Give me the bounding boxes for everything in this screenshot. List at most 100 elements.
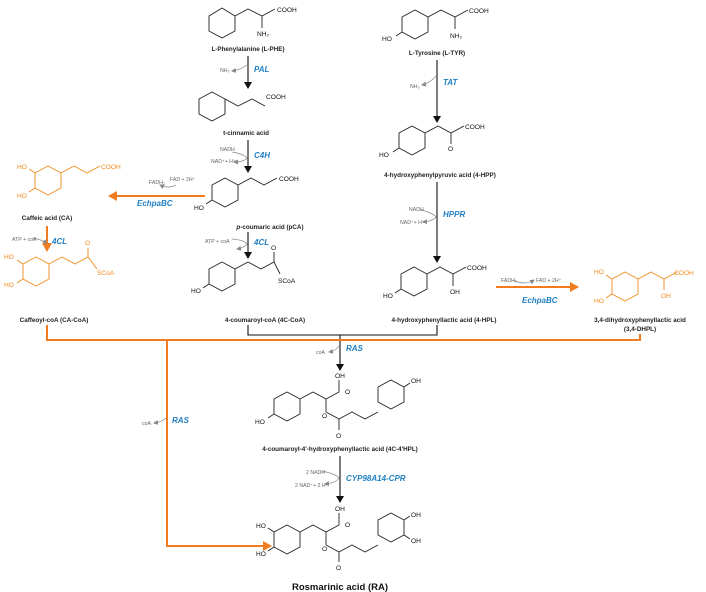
ho-text: HO — [256, 523, 266, 530]
ho-text: HO — [194, 205, 204, 212]
ho-text: HO — [594, 269, 604, 276]
pca-text: -coumaric acid (pCA) — [240, 224, 303, 231]
cofactor-nadh: NADH — [220, 147, 235, 153]
o-text: O — [271, 245, 276, 252]
cofactor-coa: coA — [142, 421, 151, 427]
tyrosine-structure: HO COOH NH₂ — [382, 8, 489, 43]
enzyme-c4h: C4H — [254, 151, 270, 160]
label-caffeoyl-coa: Caffeoyl-coA (CA-CoA) — [20, 317, 89, 324]
label-c4hpl: 4-coumaroyl-4'-hydroxyphenyllactic acid … — [262, 446, 418, 453]
cooh-text: COOH — [101, 164, 121, 171]
o-text: O — [345, 389, 350, 396]
hpp-structure: HO COOH O — [379, 124, 485, 159]
cofactor-fadh2: FADH₂ — [149, 180, 165, 186]
caffeoyl-coa-structure: O HO HO SCoA — [4, 240, 115, 289]
o-text: O — [322, 413, 327, 420]
side-arrow-nadh — [321, 470, 340, 487]
arrow-ras-orange — [166, 340, 272, 551]
cooh-text: COOH — [674, 270, 694, 277]
phenylalanine-structure: COOH NH₂ — [208, 7, 297, 39]
ho-text: HO — [17, 193, 27, 200]
oh-text: OH — [335, 506, 345, 513]
side-arrow-nh3 — [231, 64, 248, 73]
enzyme-ras-1: RAS — [346, 344, 364, 353]
side-arrow-fad — [159, 184, 177, 190]
cofactor-nh3: NH₃ — [220, 68, 230, 74]
label-caffeic-acid: Caffeic acid (CA) — [22, 215, 72, 222]
hpl-structure: HO COOH OH — [383, 265, 487, 300]
enzyme-hppr: HPPR — [443, 210, 465, 219]
cofactor-nadp: NAD⁺+ H⁺ — [211, 159, 236, 165]
o-text: O — [345, 522, 350, 529]
cofactor-fad: FAD + 2H⁺ — [170, 177, 196, 183]
cofactor-nadh: NADH — [409, 207, 424, 213]
scoa-text: SCoA — [278, 278, 296, 285]
oh-text: OH — [411, 512, 421, 519]
oh-text: OH — [661, 293, 671, 300]
oh-text: OH — [335, 373, 345, 380]
scoa-text: SCoA — [97, 270, 115, 277]
pca-prefix: p — [235, 224, 240, 231]
side-arrow-nh3 — [421, 75, 437, 87]
cooh-text: COOH — [266, 94, 286, 101]
rosmarinic-acid-structure: OH O O O HO HO OH OH — [256, 506, 421, 572]
cofactor-fadh2: FADH₂ — [501, 278, 517, 284]
cofactor-nadh: 2 NADH — [306, 470, 325, 476]
label-hpp: 4-hydroxyphenylpyruvic acid (4-HPP) — [384, 172, 496, 179]
ho-text: HO — [594, 298, 604, 305]
cofactor-coa: coA — [316, 350, 325, 356]
oh-text: OH — [411, 538, 421, 545]
ho-text: HO — [379, 152, 389, 159]
side-arrow-nadh — [231, 151, 248, 165]
caffeic-acid-structure: HO HO COOH — [17, 164, 121, 200]
ho-text: HO — [255, 419, 265, 426]
cofactor-atp: ATP + coA — [205, 239, 230, 245]
enzyme-echpabc-1: EchpaBC — [137, 199, 173, 208]
dhpl-structure: HO HO COOH OH — [594, 269, 694, 305]
merge-bracket — [247, 325, 438, 336]
nh2-text: NH₂ — [450, 33, 463, 40]
cooh-text: COOH — [469, 8, 489, 15]
pca-structure: HO COOH — [194, 176, 299, 212]
side-arrow-atp — [231, 238, 248, 251]
side-arrow-coa — [153, 417, 167, 425]
nh2-text: NH₂ — [257, 31, 270, 38]
cofactor-nh3: NH₃ — [410, 84, 420, 90]
cooh-text: COOH — [465, 124, 485, 131]
o-text: O — [85, 240, 90, 247]
label-pca: p-coumaric acid (pCA) — [235, 224, 303, 231]
enzyme-echpabc-2: EchpaBC — [522, 296, 558, 305]
label-cinnamic-acid: t-cinnamic acid — [223, 130, 269, 137]
enzyme-tat: TAT — [443, 78, 458, 87]
coumaroyl-coa-structure: O HO SCoA — [191, 245, 296, 295]
enzyme-pal: PAL — [254, 65, 270, 74]
label-hpl: 4-hydroxyphenyllactic acid (4-HPL) — [392, 317, 497, 324]
cofactor-fad: FAD + 2H⁺ — [536, 278, 562, 284]
cofactor-nadp: NAD⁺+ H⁺ — [400, 220, 425, 226]
label-tyrosine: L-Tyrosine (L-TYR) — [409, 50, 465, 57]
oh-text: OH — [411, 378, 421, 385]
ho-text: HO — [4, 282, 14, 289]
ho-text: HO — [256, 551, 266, 558]
ho-text: HO — [382, 36, 392, 43]
o-text: O — [336, 433, 341, 440]
enzyme-4cl-1: 4CL — [51, 237, 67, 246]
label-dhpl-abbr: (3,4-DHPL) — [624, 326, 656, 333]
cofactor-atp: ATP + coA — [12, 237, 37, 243]
cooh-text: COOH — [277, 7, 297, 14]
enzyme-cyp: CYP98A14-CPR — [346, 474, 406, 483]
cooh-text: COOH — [279, 176, 299, 183]
oh-text: OH — [450, 289, 460, 296]
o-text: O — [322, 546, 327, 553]
cofactor-nadp: 2 NAD⁺+ 2 H⁺ — [295, 483, 329, 489]
enzyme-ras-2: RAS — [172, 416, 190, 425]
cooh-text: COOH — [467, 265, 487, 272]
c4hpl-structure: OH O O O HO OH — [255, 373, 421, 440]
ho-text: HO — [191, 288, 201, 295]
side-arrow-atp — [32, 237, 47, 245]
orange-bracket — [46, 325, 641, 341]
side-arrow-nadh — [420, 209, 437, 225]
enzyme-4cl-2: 4CL — [253, 238, 269, 247]
label-rosmarinic-acid: Rosmarinic acid (RA) — [292, 582, 388, 592]
